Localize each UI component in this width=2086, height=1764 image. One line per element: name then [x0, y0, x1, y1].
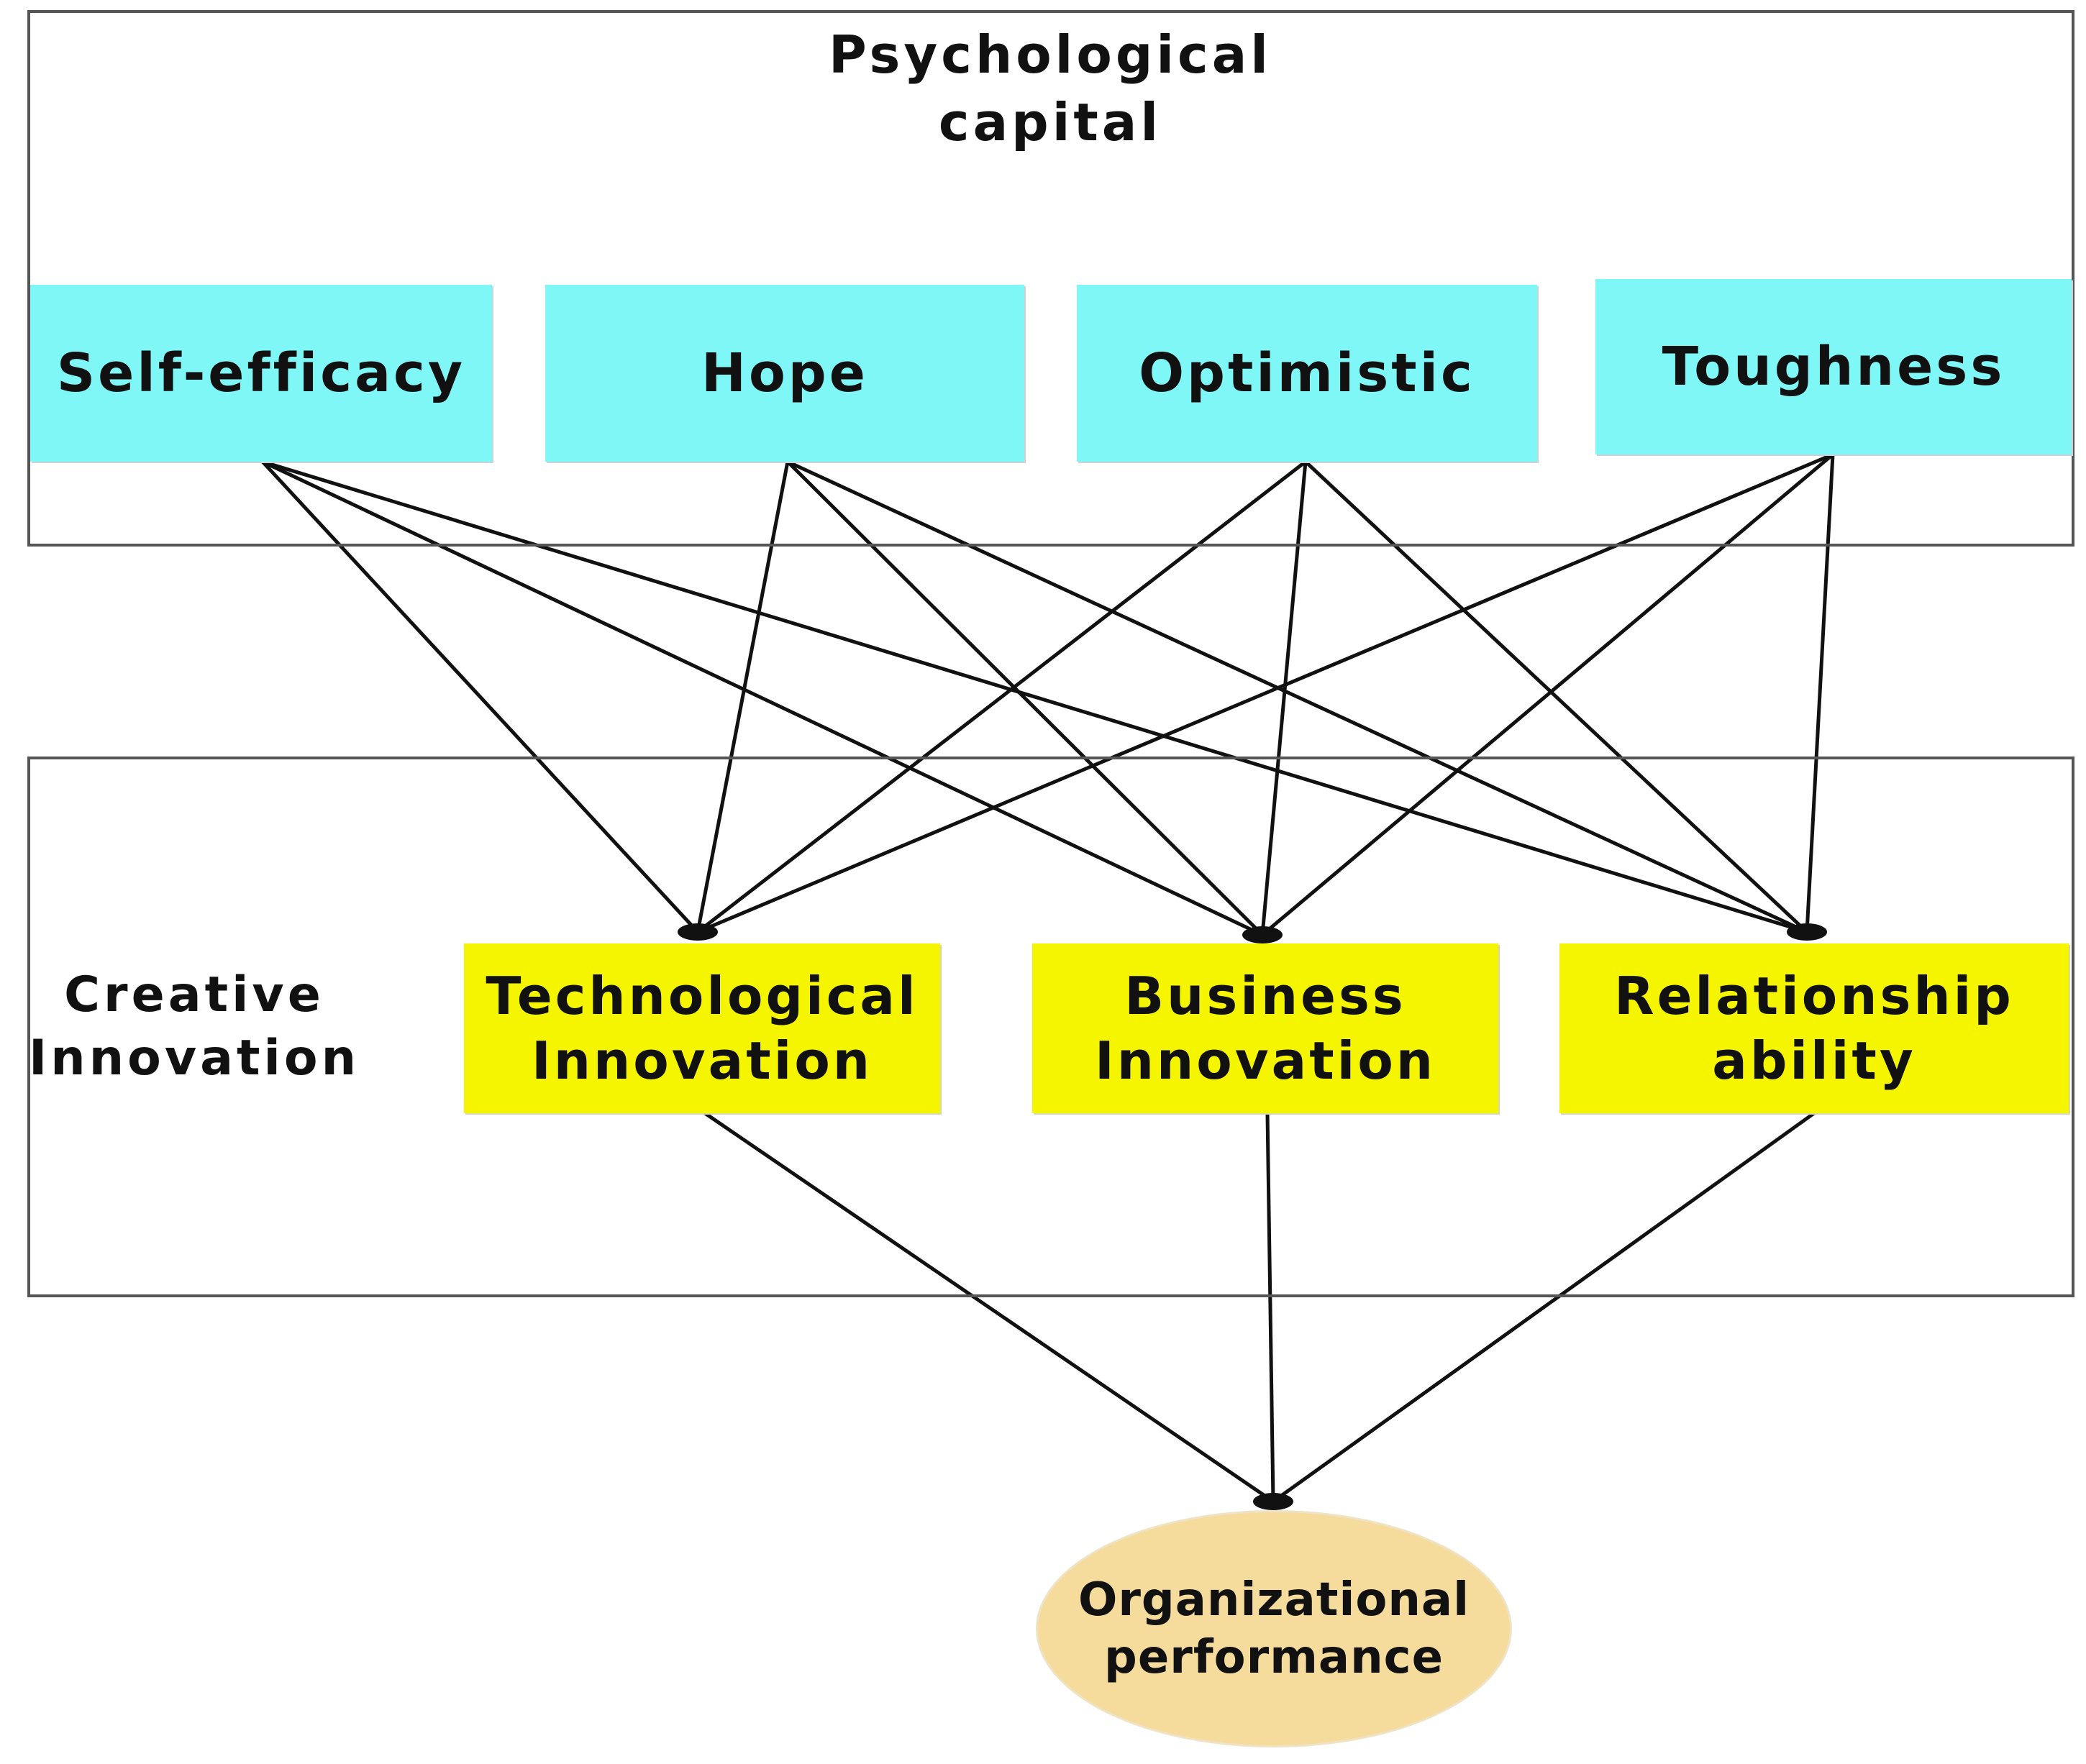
psychological-capital-label: Psychological capital — [828, 24, 1272, 152]
psychological-capital-group — [27, 10, 2074, 547]
node-hope: Hope — [545, 285, 1024, 462]
junction-dot-organizational_performance — [1253, 1493, 1293, 1510]
node-toughness: Toughness — [1595, 279, 2072, 454]
creative-innovation-label: Creative Innovation — [29, 966, 360, 1087]
node-technological-innovation: Technological Innovation — [464, 943, 940, 1113]
node-organizational-performance: Organizational performance — [1036, 1510, 1512, 1747]
node-self-efficacy: Self-efficacy — [30, 285, 492, 462]
node-optimistic: Optimistic — [1077, 285, 1537, 462]
node-business-innovation: Business Innovation — [1032, 943, 1498, 1113]
node-relationship-ability: Relationship ability — [1559, 943, 2069, 1113]
creative-innovation-group — [27, 757, 2074, 1297]
